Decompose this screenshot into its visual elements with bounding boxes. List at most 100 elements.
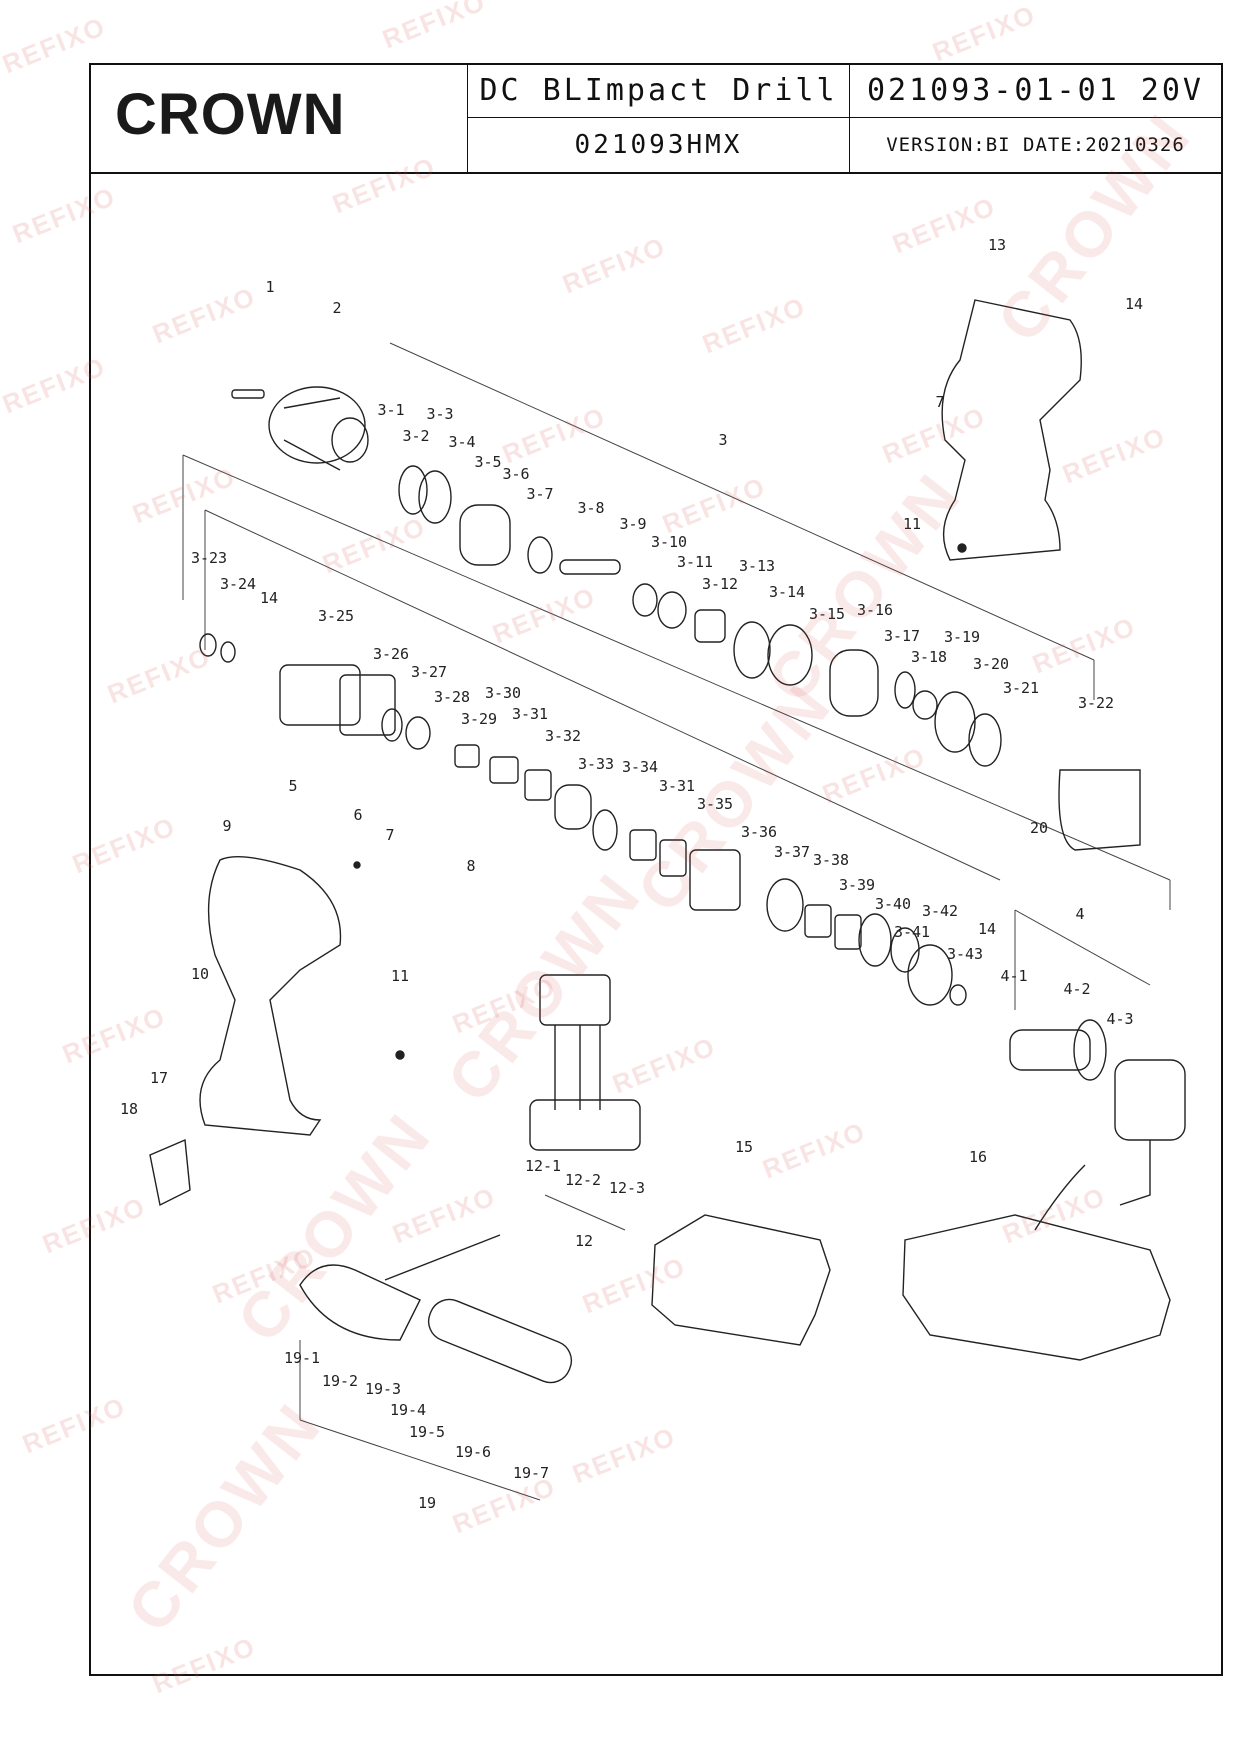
part-callout-3-37: 3-37 — [773, 843, 811, 861]
part-callout-3-41: 3-41 — [893, 923, 931, 941]
part-callout-19-5: 19-5 — [408, 1423, 446, 1441]
part-callout-13: 13 — [987, 236, 1007, 254]
part-callout-1: 1 — [265, 278, 275, 296]
side-handle — [299, 1234, 573, 1384]
part-callout-3-2: 3-2 — [402, 427, 430, 445]
part-callout-3-9: 3-9 — [619, 515, 647, 533]
part-callout-3-22: 3-22 — [1077, 694, 1115, 712]
second-row-parts — [199, 633, 967, 1006]
part-callout-3-38: 3-38 — [812, 851, 850, 869]
part-callout-3-27: 3-27 — [410, 663, 448, 681]
part-callout-3-24: 3-24 — [219, 575, 257, 593]
part-callout-19: 19 — [417, 1494, 437, 1512]
product-name: DC BLImpact Drill — [467, 63, 849, 118]
part-callout-3-14: 3-14 — [768, 583, 806, 601]
part-callout-17: 17 — [149, 1069, 169, 1087]
part-callout-4-3: 4-3 — [1106, 1010, 1134, 1028]
belt-clip — [149, 1138, 191, 1207]
part-callout-3-6: 3-6 — [502, 465, 530, 483]
part-callout-10: 10 — [190, 965, 210, 983]
part-callout-3-3: 3-3 — [426, 405, 454, 423]
part-callout-5: 5 — [288, 777, 298, 795]
part-callout-12-1: 12-1 — [524, 1157, 562, 1175]
part-callout-9: 9 — [222, 817, 232, 835]
part-callout-3-42: 3-42 — [921, 902, 959, 920]
part-callout-3-43: 3-43 — [946, 945, 984, 963]
part-callout-4-2: 4-2 — [1063, 980, 1091, 998]
part-callout-3-35: 3-35 — [696, 795, 734, 813]
switch-module — [529, 974, 641, 1151]
motor-part — [1009, 1019, 1186, 1206]
part-callout-3-33: 3-33 — [577, 755, 615, 773]
drawing-code: 021093-01-01 20V — [849, 63, 1221, 118]
part-callout-3-12: 3-12 — [701, 575, 739, 593]
part-callout-3-34: 3-34 — [621, 758, 659, 776]
part-callout-12-3: 12-3 — [608, 1179, 646, 1197]
part-callout-2: 2 — [332, 299, 342, 317]
crown-logo: CROWN — [115, 82, 346, 147]
small-parts — [353, 543, 967, 1060]
model-number: 021093HMX — [467, 118, 849, 172]
part-callout-20: 20 — [1029, 819, 1049, 837]
charger-unit — [902, 1164, 1171, 1361]
part-callout-3-28: 3-28 — [433, 688, 471, 706]
part-callout-3-13: 3-13 — [738, 557, 776, 575]
part-callout-4: 4 — [1075, 905, 1085, 923]
housing-part — [941, 299, 1082, 561]
part-callout-16: 16 — [968, 1148, 988, 1166]
part-callout-14: 14 — [1124, 295, 1144, 313]
part-callout-3-7: 3-7 — [526, 485, 554, 503]
part-callout-19-3: 19-3 — [364, 1380, 402, 1398]
part-callout-19-7: 19-7 — [512, 1464, 550, 1482]
battery-pack — [651, 1214, 831, 1346]
drawing-border — [89, 63, 1223, 1676]
part-callout-3-32: 3-32 — [544, 727, 582, 745]
part-callout-19-4: 19-4 — [389, 1401, 427, 1419]
part-callout-3-11: 3-11 — [676, 553, 714, 571]
part-callout-3-15: 3-15 — [808, 605, 846, 623]
part-callout-6: 6 — [353, 806, 363, 824]
version-date: VERSION:BI DATE:20210326 — [849, 118, 1221, 172]
part-callout-3-18: 3-18 — [910, 648, 948, 666]
part-callout-3-10: 3-10 — [650, 533, 688, 551]
part-callout-3-4: 3-4 — [448, 433, 476, 451]
part-callout-14b: 14 — [259, 589, 279, 607]
part-callout-14c: 14 — [977, 920, 997, 938]
part-callout-3-31: 3-31 — [511, 705, 549, 723]
part-callout-12: 12 — [574, 1232, 594, 1250]
part-callout-3-31b: 3-31 — [658, 777, 696, 795]
part-callout-8: 8 — [466, 857, 476, 875]
gearbox-rings — [398, 465, 1141, 851]
title-block: CROWN DC BLImpact Drill 021093HMX 021093… — [89, 63, 1223, 174]
part-callout-18: 18 — [119, 1100, 139, 1118]
part-callout-4-1: 4-1 — [1000, 967, 1028, 985]
part-callout-11: 11 — [390, 967, 410, 985]
part-callout-19-1: 19-1 — [283, 1349, 321, 1367]
part-callout-7: 7 — [385, 826, 395, 844]
part-callout-3-30: 3-30 — [484, 684, 522, 702]
part-callout-3: 3 — [718, 431, 728, 449]
part-callout-3-26: 3-26 — [372, 645, 410, 663]
tool-body — [199, 856, 342, 1136]
assembly-bracket-lines — [182, 342, 1171, 1501]
part-callout-3-29: 3-29 — [460, 710, 498, 728]
part-callout-3-16: 3-16 — [856, 601, 894, 619]
part-callout-3-25: 3-25 — [317, 607, 355, 625]
part-callout-7b: 7 — [935, 393, 945, 411]
part-callout-3-5: 3-5 — [474, 453, 502, 471]
part-callout-3-19: 3-19 — [943, 628, 981, 646]
chuck-part — [231, 386, 369, 471]
part-callout-3-36: 3-36 — [740, 823, 778, 841]
part-callout-12-2: 12-2 — [564, 1171, 602, 1189]
part-callout-3-20: 3-20 — [972, 655, 1010, 673]
part-callout-3-40: 3-40 — [874, 895, 912, 913]
part-callout-3-8: 3-8 — [577, 499, 605, 517]
part-callout-3-17: 3-17 — [883, 627, 921, 645]
part-callout-3-39: 3-39 — [838, 876, 876, 894]
part-callout-19-2: 19-2 — [321, 1372, 359, 1390]
part-callout-19-6: 19-6 — [454, 1443, 492, 1461]
part-callout-3-23: 3-23 — [190, 549, 228, 567]
part-callout-3-21: 3-21 — [1002, 679, 1040, 697]
part-callout-15: 15 — [734, 1138, 754, 1156]
